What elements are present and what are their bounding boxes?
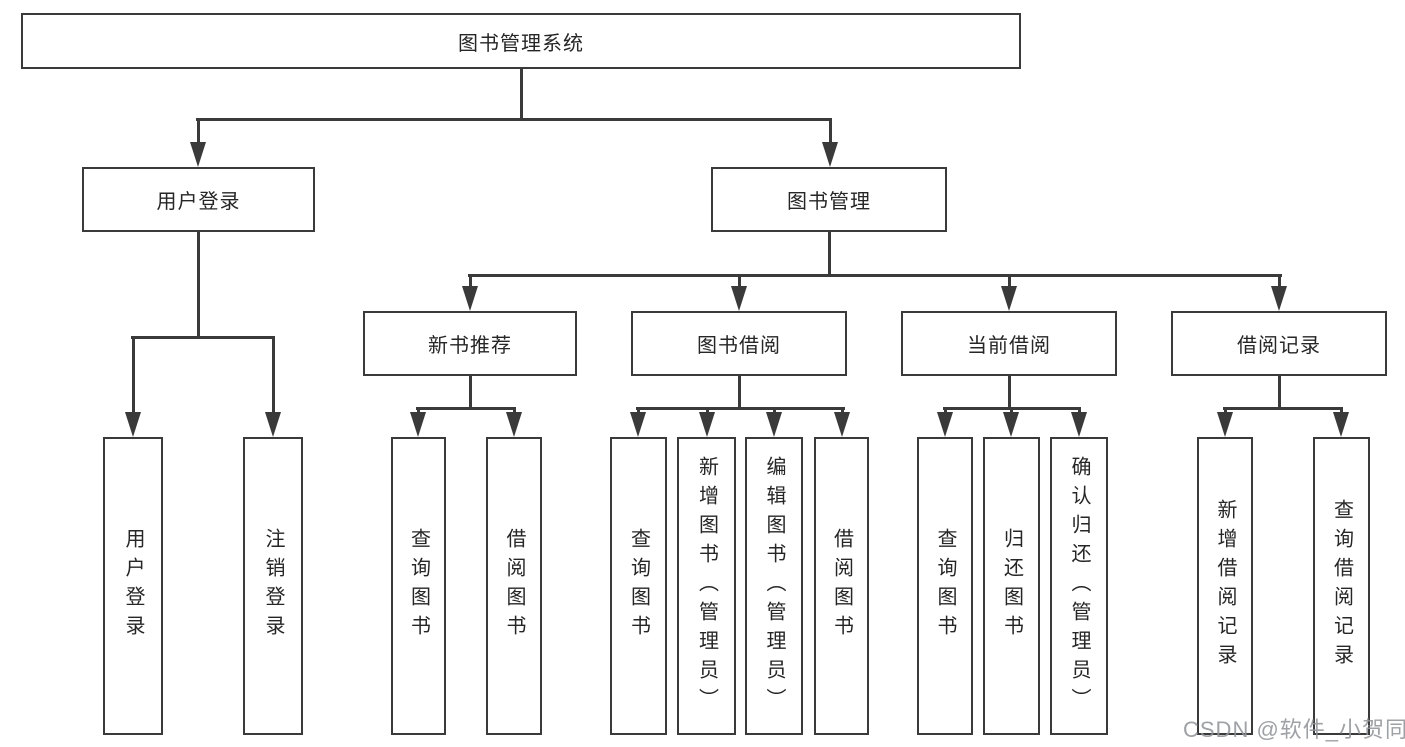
connector-line [520, 69, 523, 118]
connector-line [841, 407, 844, 413]
arrow-down-icon [1271, 286, 1287, 311]
connector-line [417, 407, 420, 413]
connector-line [1278, 376, 1281, 407]
leaf-bb-query-book: 查询图书 [610, 437, 667, 735]
connector-line [738, 274, 741, 287]
connector-line [773, 407, 776, 413]
arrow-down-icon [506, 412, 522, 437]
node-book-borrow: 图书借阅 [631, 311, 847, 376]
connector-line [738, 376, 741, 407]
leaf-cb-return-book: 归还图书 [983, 437, 1040, 735]
arrow-down-icon [410, 412, 426, 437]
node-new-book-recommend: 新书推荐 [363, 311, 577, 376]
arrow-down-icon [1333, 412, 1349, 437]
connector-line [706, 407, 709, 413]
arrow-down-icon [190, 142, 206, 167]
arrow-down-icon [125, 412, 141, 437]
connector-line [197, 232, 200, 336]
connector-line [513, 407, 516, 413]
connector-line [1078, 407, 1081, 413]
connector-line [468, 274, 1282, 277]
connector-line [829, 118, 832, 143]
arrow-down-icon [937, 412, 953, 437]
arrow-down-icon [462, 286, 478, 311]
connector-line [1008, 274, 1011, 287]
connector-line [196, 118, 832, 121]
arrow-down-icon [699, 412, 715, 437]
node-user-login: 用户登录 [82, 167, 315, 232]
arrow-down-icon [630, 412, 646, 437]
arrow-down-icon [766, 412, 782, 437]
connector-line [1340, 407, 1343, 413]
leaf-bb-add-book-admin: 新增图书（管理员） [677, 437, 736, 735]
connector-line [1008, 376, 1011, 407]
connector-line [1224, 407, 1227, 413]
connector-line [1223, 407, 1343, 410]
leaf-bb-edit-book-admin: 编辑图书（管理员） [745, 437, 803, 735]
leaf-logout: 注销登录 [243, 437, 303, 735]
connector-line [416, 407, 516, 410]
connector-line [944, 407, 947, 413]
arrow-down-icon [731, 286, 747, 311]
connector-line [1278, 274, 1281, 287]
arrow-down-icon [834, 412, 850, 437]
connector-line [828, 232, 831, 274]
connector-line [197, 118, 200, 143]
connector-line [469, 274, 472, 287]
connector-line [469, 376, 472, 407]
node-library-system: 图书管理系统 [21, 13, 1021, 69]
arrow-down-icon [1217, 412, 1233, 437]
arrow-down-icon [822, 142, 838, 167]
arrow-down-icon [1001, 286, 1017, 311]
leaf-cb-query-book: 查询图书 [917, 437, 973, 735]
connector-line [132, 336, 135, 413]
arrow-down-icon [265, 412, 281, 437]
leaf-user-login: 用户登录 [103, 437, 163, 735]
connector-line [636, 407, 845, 410]
leaf-br-query-record: 查询借阅记录 [1313, 437, 1370, 735]
arrow-down-icon [1071, 412, 1087, 437]
leaf-br-add-record: 新增借阅记录 [1197, 437, 1253, 735]
node-current-borrow: 当前借阅 [901, 311, 1117, 376]
leaf-bb-borrow-book: 借阅图书 [814, 437, 869, 735]
connector-line [1010, 407, 1013, 413]
leaf-nb-borrow-book: 借阅图书 [486, 437, 542, 735]
leaf-cb-confirm-return-admin: 确认归还（管理员） [1050, 437, 1108, 735]
node-book-management: 图书管理 [711, 167, 947, 232]
node-borrow-records: 借阅记录 [1171, 311, 1387, 376]
connector-line [272, 336, 275, 413]
connector-line [131, 336, 275, 339]
arrow-down-icon [1003, 412, 1019, 437]
leaf-nb-query-book: 查询图书 [391, 437, 446, 735]
csdn-watermark: CSDN @软件_小贺同学 [1183, 717, 1405, 742]
connector-line [637, 407, 640, 413]
